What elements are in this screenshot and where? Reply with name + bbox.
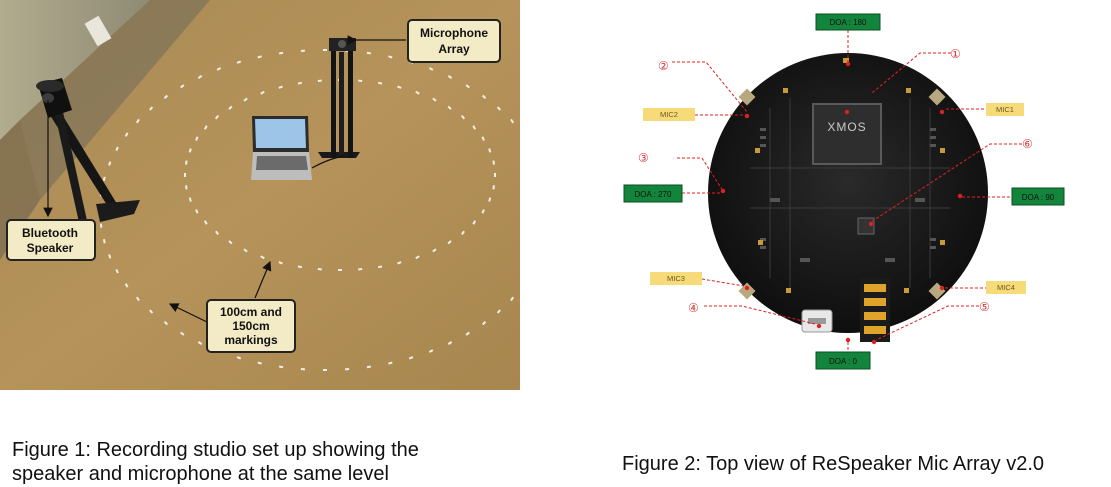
microphones [738, 88, 946, 300]
doa-label-right-text: DOA : 90 [1022, 193, 1055, 202]
callout-microphone-array: Microphone Array [347, 19, 501, 63]
callout-number-4: ④ [688, 301, 699, 315]
callout-number-1: ① [950, 47, 961, 61]
mic3-component [738, 282, 756, 300]
callout-microphone-array-line2: Array [438, 42, 470, 56]
callout-markings: 100cm and 150cm markings [168, 260, 296, 353]
mic-label-2-text: MIC2 [660, 110, 678, 119]
callout-number-5: ⑤ [979, 300, 990, 314]
callout-markings-line3: markings [224, 333, 278, 347]
callout-number-6: ⑥ [1022, 137, 1033, 151]
pcb-board [708, 53, 988, 333]
mic-label-3-text: MIC3 [667, 274, 685, 283]
figure2-caption: Figure 2: Top view of ReSpeaker Mic Arra… [622, 453, 1045, 475]
callout-bluetooth-speaker-line1: Bluetooth [22, 226, 78, 240]
audio-chip [857, 217, 875, 235]
callout-number-3: ③ [638, 151, 649, 165]
figure1-caption-line2: speaker and microphone at the same level [12, 463, 389, 485]
mic-label-4: MIC4 [986, 281, 1026, 294]
xmos-chip: XMOS [812, 103, 882, 165]
mic2-component [738, 88, 756, 106]
mic-label-3: MIC3 [650, 272, 702, 285]
doa-label-left-text: DOA : 270 [635, 190, 672, 199]
laptop [251, 116, 346, 180]
mic-label-4-text: MIC4 [997, 283, 1015, 292]
figure1-caption: Figure 1: Recording studio set up showin… [12, 438, 482, 486]
figure1-caption-line1: Figure 1: Recording studio set up showin… [12, 439, 419, 461]
doa-label-right: DOA : 90 [1011, 187, 1065, 206]
callout-number-2: ② [658, 59, 669, 73]
callout-bluetooth-speaker: Bluetooth Speaker [6, 100, 96, 261]
mic-label-2: MIC2 [643, 108, 695, 121]
callout-bluetooth-speaker-line2: Speaker [27, 241, 74, 255]
doa-label-left: DOA : 270 [623, 184, 683, 203]
doa-label-top: DOA : 180 [815, 13, 881, 31]
mic-label-1: MIC1 [986, 103, 1024, 116]
mic-label-1-text: MIC1 [996, 105, 1014, 114]
microphone-stand [318, 38, 360, 158]
mic1-component [928, 88, 946, 106]
callout-markings-line1: 100cm and [220, 305, 282, 319]
doa-label-bottom: DOA : 0 [815, 351, 871, 370]
audio-jack [860, 278, 890, 342]
callout-microphone-array-line1: Microphone [420, 26, 488, 40]
respeaker-board-diagram: XMOS [623, 13, 1065, 370]
doa-label-top-text: DOA : 180 [830, 18, 867, 27]
callout-markings-line2: 150cm [232, 319, 269, 333]
doa-label-bottom-text: DOA : 0 [829, 357, 858, 366]
recording-studio-photo: Microphone Array Bluetooth Speaker 100cm… [0, 0, 520, 390]
xmos-chip-label: XMOS [827, 120, 866, 134]
bluetooth-speaker-stand [36, 78, 140, 227]
